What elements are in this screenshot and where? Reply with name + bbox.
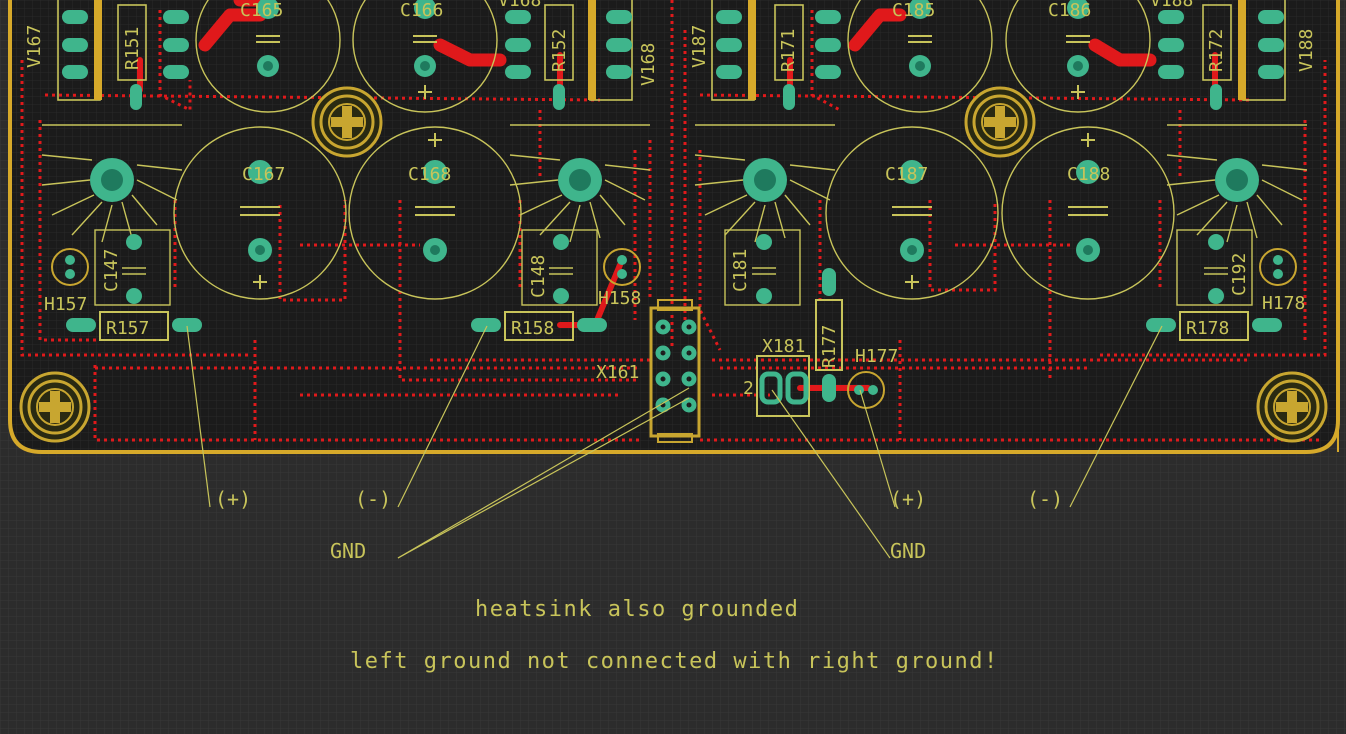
- label-h178: H178: [1262, 293, 1305, 314]
- label-c165: C165: [240, 0, 283, 21]
- pcb-board[interactable]: [8, 0, 1340, 454]
- label-h158: H158: [598, 288, 641, 309]
- label-c166: C166: [400, 0, 443, 21]
- label-h177: H177: [855, 346, 898, 367]
- annotation-ground-note: left ground not connected with right gro…: [350, 649, 999, 674]
- connector-x181[interactable]: [756, 355, 810, 417]
- label-r172: R172: [1206, 29, 1227, 72]
- label-x181-pin: 2: [743, 378, 754, 399]
- annotation-leaders: [186, 325, 1163, 559]
- label-x161: X161: [596, 362, 639, 383]
- label-h157: H157: [44, 294, 87, 315]
- label-v187: V187: [689, 25, 710, 68]
- resistors[interactable]: [66, 268, 1282, 402]
- label-c168: C168: [408, 164, 451, 185]
- label-v168: V168: [638, 43, 659, 86]
- annotation-plus-left: (+): [215, 487, 251, 511]
- annotation-minus-left: (-): [355, 487, 391, 511]
- label-c188: C188: [1067, 164, 1110, 185]
- designator-labels: V167 R151 C165 C166 V168 R152 V168 V187 …: [24, 0, 1317, 399]
- label-r151: R151: [122, 27, 143, 70]
- label-v188-top: V188: [1150, 0, 1193, 11]
- label-v168-top: V168: [498, 0, 541, 11]
- annotation-heatsink-note: heatsink also grounded: [475, 597, 799, 622]
- label-c147: C147: [101, 249, 122, 292]
- led-indicators[interactable]: [51, 248, 1297, 409]
- annotation-minus-right: (-): [1027, 487, 1063, 511]
- label-r177: R177: [819, 325, 840, 368]
- label-v167: V167: [24, 25, 45, 68]
- copper-traces: [198, 0, 1157, 67]
- annotation-gnd-left: GND: [330, 539, 366, 563]
- label-r152: R152: [549, 29, 570, 72]
- label-c167: C167: [242, 164, 285, 185]
- label-v188: V188: [1296, 29, 1317, 72]
- label-c186: C186: [1048, 0, 1091, 21]
- annotations: (+) (-) GND (+) (-) GND heatsink also gr…: [215, 487, 1063, 674]
- label-c148: C148: [528, 255, 549, 298]
- label-r157: R157: [106, 318, 149, 339]
- connector-x161[interactable]: [649, 299, 701, 443]
- annotation-plus-right: (+): [890, 487, 926, 511]
- annotation-gnd-right: GND: [890, 539, 926, 563]
- capacitor-pads[interactable]: [240, 0, 1108, 289]
- label-c185: C185: [892, 0, 935, 21]
- label-c187: C187: [885, 164, 928, 185]
- small-capacitors[interactable]: [94, 229, 1253, 306]
- label-r178: R178: [1186, 318, 1229, 339]
- label-r171: R171: [778, 29, 799, 72]
- board-outline: [8, 0, 1340, 454]
- label-c192: C192: [1229, 253, 1250, 296]
- label-c181: C181: [730, 249, 751, 292]
- label-r158: R158: [511, 318, 554, 339]
- capacitor-outlines: [173, 0, 1175, 300]
- label-x181: X181: [762, 336, 805, 357]
- voltage-regulators[interactable]: [57, 0, 1286, 110]
